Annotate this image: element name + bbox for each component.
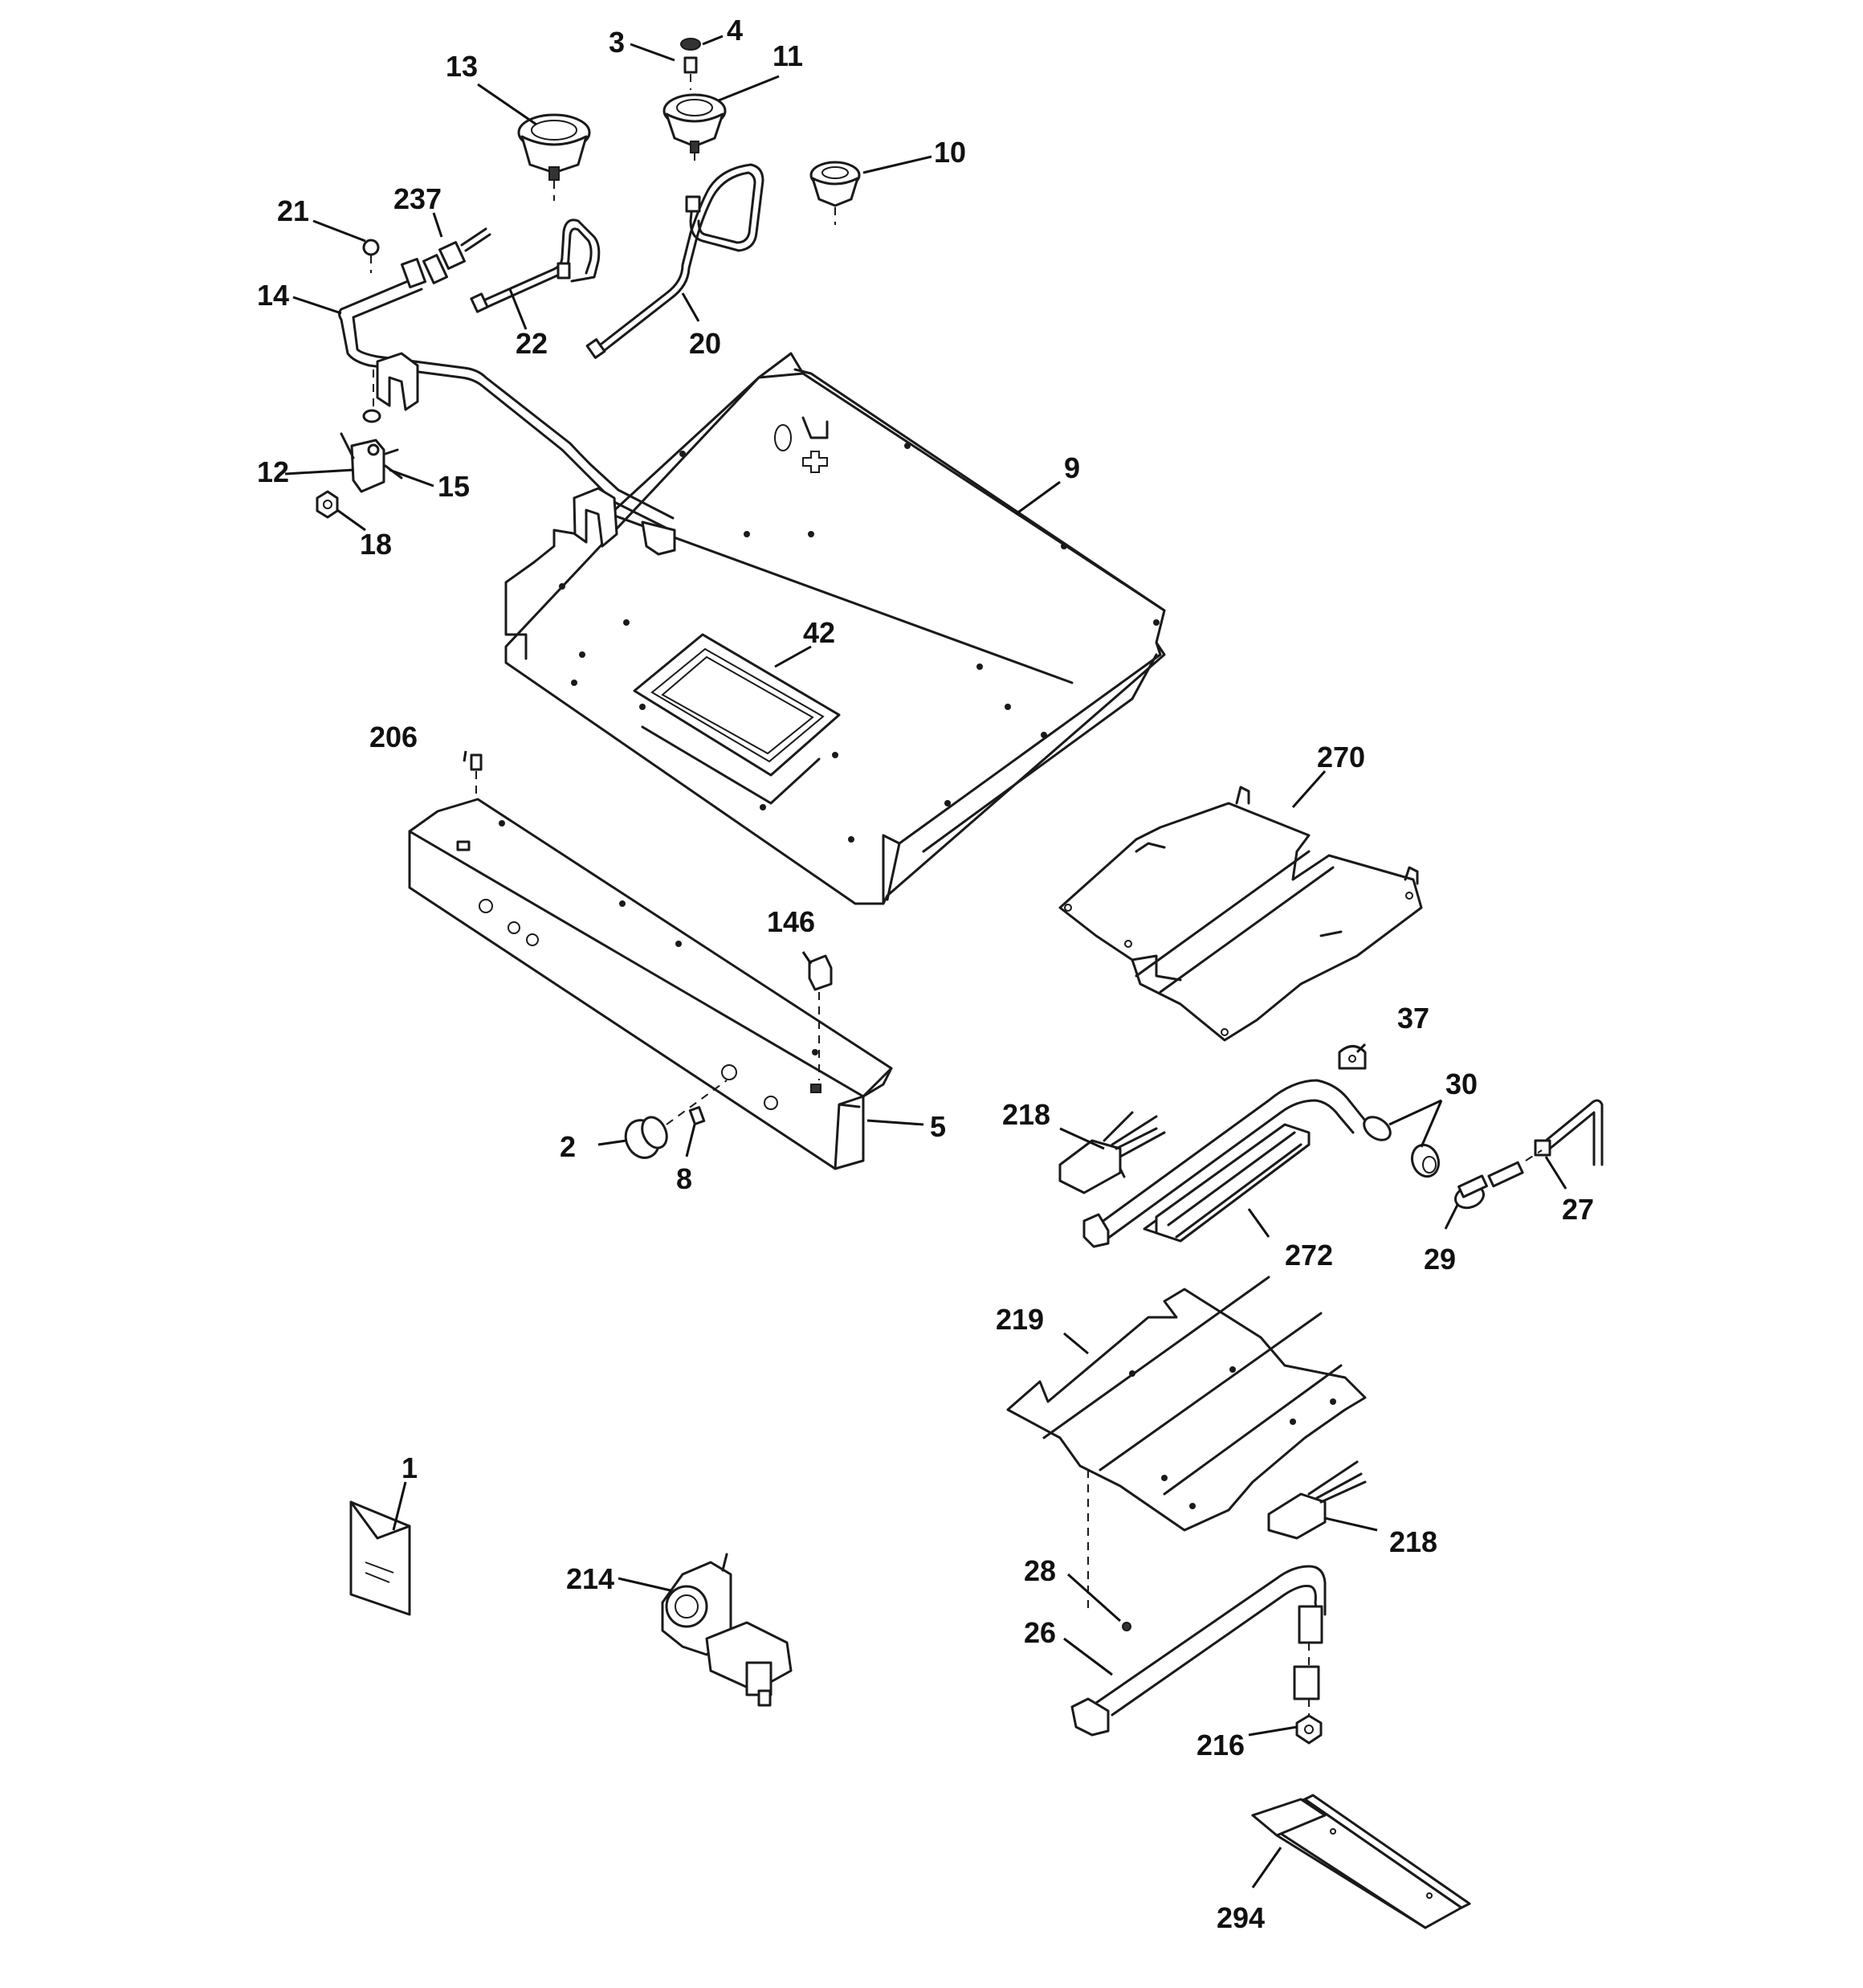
- part-broil-burner-tube: [1082, 1079, 1367, 1248]
- callout-26: 26: [1024, 1616, 1056, 1649]
- callout-29: 29: [1424, 1243, 1456, 1276]
- callout-270: 270: [1317, 741, 1365, 774]
- part-12-15-bracket: [340, 409, 403, 493]
- callout-3: 3: [609, 26, 625, 59]
- part-21-screw: [362, 239, 380, 273]
- callout-237: 237: [393, 182, 442, 215]
- callout-30: 30: [1445, 1067, 1478, 1100]
- callout-27: 27: [1562, 1193, 1594, 1226]
- part-20-tubing: [585, 163, 764, 359]
- part-11-burner-head: [662, 93, 727, 165]
- callout-37: 37: [1397, 1002, 1429, 1035]
- callout-13: 13: [446, 50, 478, 83]
- callout-42: 42: [803, 616, 835, 649]
- callout-294: 294: [1217, 1901, 1265, 1934]
- part-1-literature-envelope: [349, 1500, 411, 1616]
- callout-15: 15: [438, 470, 470, 503]
- part-42-access-panel: [633, 633, 841, 805]
- part-10-burner-head: [809, 161, 861, 225]
- leader-lines: [284, 35, 1567, 1888]
- part-9-burner-box: [504, 352, 1166, 905]
- callout-4: 4: [727, 14, 743, 47]
- part-13-burner-head: [517, 113, 591, 201]
- part-206-screw: [470, 753, 483, 799]
- callout-28: 28: [1024, 1554, 1056, 1587]
- callout-14: 14: [257, 279, 289, 312]
- callout-12: 12: [257, 455, 289, 488]
- part-26-bake-burner: [1070, 1565, 1327, 1737]
- part-270-heat-shield: [1058, 786, 1423, 1042]
- part-8-screw: [688, 1105, 706, 1126]
- callout-22: 22: [516, 327, 548, 360]
- part-218-igniter-top: [1058, 1111, 1166, 1194]
- callout-9: 9: [1064, 451, 1080, 484]
- part-272-burner-shield: [1143, 1123, 1311, 1243]
- callout-146: 146: [767, 905, 815, 938]
- part-18-nut: [316, 490, 339, 519]
- part-294-angle-bracket: [1251, 1794, 1471, 1929]
- callout-272: 272: [1285, 1239, 1333, 1272]
- callout-11: 11: [773, 39, 803, 72]
- callout-218-top: 218: [1002, 1098, 1050, 1131]
- part-218-igniter-bottom: [1267, 1460, 1367, 1540]
- part-219-baffle: [1006, 1276, 1367, 1614]
- part-22-tubing: [470, 218, 601, 313]
- callout-18: 18: [360, 528, 392, 561]
- part-14-manifold-pipe: [338, 257, 676, 556]
- callout-20: 20: [689, 327, 721, 360]
- callout-8: 8: [676, 1162, 692, 1195]
- callout-2: 2: [560, 1130, 576, 1163]
- part-5-manifold-panel: [408, 798, 893, 1170]
- callout-1: 1: [402, 1451, 418, 1484]
- part-30-burner-fitting: [1363, 1116, 1441, 1178]
- callout-218-bottom: 218: [1389, 1525, 1437, 1558]
- part-237-orifice: [422, 227, 491, 284]
- callout-labels: 3 4 11 13 10 21 237 14 22 20 9 12 15 18 …: [257, 14, 1594, 1934]
- callout-214: 214: [566, 1562, 614, 1595]
- callout-21: 21: [277, 194, 309, 227]
- part-3-4-orifice-cap: [680, 38, 701, 90]
- part-146-clip: [808, 954, 833, 1080]
- part-214-regulator-valve: [661, 1553, 793, 1707]
- callout-216: 216: [1196, 1729, 1245, 1761]
- callout-206: 206: [369, 720, 418, 753]
- callout-219: 219: [996, 1303, 1044, 1336]
- callout-5: 5: [930, 1110, 946, 1143]
- part-27-tube: [1525, 1099, 1604, 1166]
- callout-10: 10: [934, 136, 966, 169]
- part-216-nut: [1295, 1714, 1323, 1745]
- part-29-valve-fitting: [1454, 1161, 1524, 1210]
- part-2-knob: [624, 1080, 728, 1159]
- part-28-pin: [1122, 1622, 1131, 1631]
